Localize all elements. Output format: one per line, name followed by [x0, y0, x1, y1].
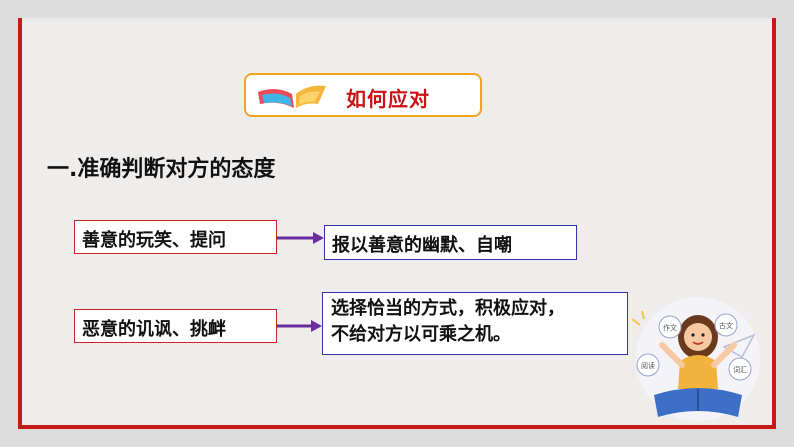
tag-label: 词汇 [733, 366, 747, 374]
illustration-tag: 古文 [714, 313, 738, 337]
tag-label: 作文 [663, 323, 677, 332]
frame-right-border [772, 18, 776, 429]
response-box-friendly: 报以善意的幽默、自嘲 [324, 225, 577, 260]
open-book-logo-icon [258, 85, 326, 108]
response-line: 不给对方以可乘之机。 [331, 324, 511, 345]
frame-left-border [18, 18, 22, 429]
illustration-tag: 作文 [658, 315, 682, 339]
frame-bottom-border [18, 425, 776, 429]
situation-box-friendly: 善意的玩笑、提问 [74, 220, 277, 254]
girl-reading-illustration: 作文 古文 阅读 词汇 [631, 297, 760, 421]
frame-top-border [18, 18, 776, 22]
tag-label: 阅读 [641, 361, 655, 370]
arrow-right-icon [277, 232, 324, 244]
response-box-hostile: 选择恰当的方式，积极应对， 不给对方以可乘之机。 [322, 292, 628, 355]
situation-box-hostile: 恶意的讥讽、挑衅 [74, 309, 277, 343]
illustration-tag: 阅读 [636, 353, 660, 377]
section-title-box: 如何应对 [244, 73, 482, 117]
response-line: 选择恰当的方式，积极应对， [331, 298, 565, 319]
section-title-text: 如何应对 [346, 87, 430, 111]
illustration-tag: 词汇 [728, 357, 752, 381]
arrow-right-icon [277, 320, 322, 332]
tag-label: 古文 [719, 321, 733, 330]
page-heading: 一.准确判断对方的态度 [47, 157, 276, 182]
